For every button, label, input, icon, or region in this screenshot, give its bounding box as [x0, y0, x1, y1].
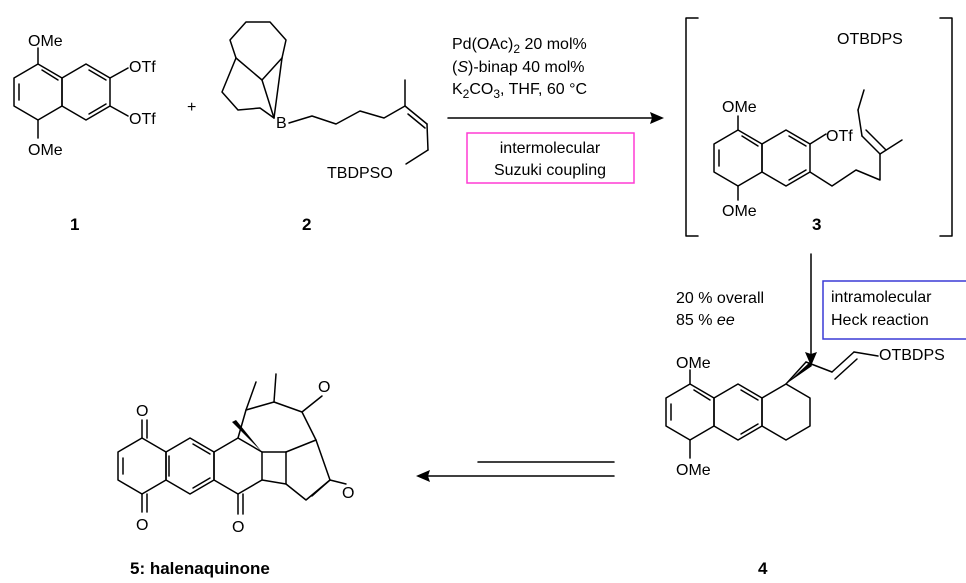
c1-otf-2-label: OTf [129, 111, 156, 128]
c4-ome-top-label: OMe [676, 355, 711, 372]
compound-3-brackets [685, 17, 953, 237]
step2-arrowhead [805, 352, 817, 366]
step2-yield: 20 % overall [676, 290, 764, 307]
step2-box-line2: Heck reaction [831, 312, 929, 329]
compound-3-structure [713, 89, 903, 201]
step1-box [466, 132, 635, 184]
compound-1-structure [13, 47, 129, 139]
c3-otbdps-label: OTBDPS [837, 31, 903, 48]
step1-catalyst-line: Pd(OAc)2 20 mol% [452, 36, 587, 56]
plus-sign: + [187, 99, 196, 116]
c2-tbdpso-label: TBDPSO [327, 165, 393, 182]
c4-otbdps-label: OTBDPS [879, 347, 945, 364]
compound-1-number: 1 [70, 215, 79, 234]
c1-ome-top-label: OMe [28, 33, 63, 50]
step1-box-line2: Suzuki coupling [494, 162, 606, 179]
c4-wedge-bond [786, 362, 812, 384]
multistep-arrowhead [416, 470, 430, 482]
compound-4-number: 4 [758, 559, 768, 578]
step2-box [822, 280, 966, 340]
c5-ketone-o-bottom: O [232, 519, 244, 536]
c5-ketone-o-top: O [318, 379, 330, 396]
c3-ome-bottom-label: OMe [722, 203, 757, 220]
step2-box-line1: intramolecular [831, 289, 932, 306]
step1-arrowhead [650, 112, 664, 124]
c5-quinone-o-top: O [136, 403, 148, 420]
c2-boron-label: B [276, 115, 287, 132]
step1-box-line1: intermolecular [500, 140, 601, 157]
c1-ome-bottom-label: OMe [28, 142, 63, 159]
step1-ligand-line: (S)-binap 40 mol% [452, 59, 585, 76]
c3-ome-top-label: OMe [722, 99, 757, 116]
c1-otf-1-label: OTf [129, 59, 156, 76]
c5-wedge-bond [232, 420, 262, 452]
step2-ee: 85 % ee [676, 312, 735, 329]
c3-otf-label: OTf [826, 128, 853, 145]
c5-quinone-o-bottom: O [136, 517, 148, 534]
compound-5-name: 5: halenaquinone [130, 559, 270, 578]
compound-3-number: 3 [812, 215, 821, 234]
compound-2-structure [221, 21, 429, 165]
c4-ome-bottom-label: OMe [676, 462, 711, 479]
c5-furan-o: O [342, 485, 354, 502]
step1-base-line: K2CO3, THF, 60 °C [452, 81, 587, 101]
compound-2-number: 2 [302, 215, 311, 234]
compound-5-structure [117, 373, 347, 515]
